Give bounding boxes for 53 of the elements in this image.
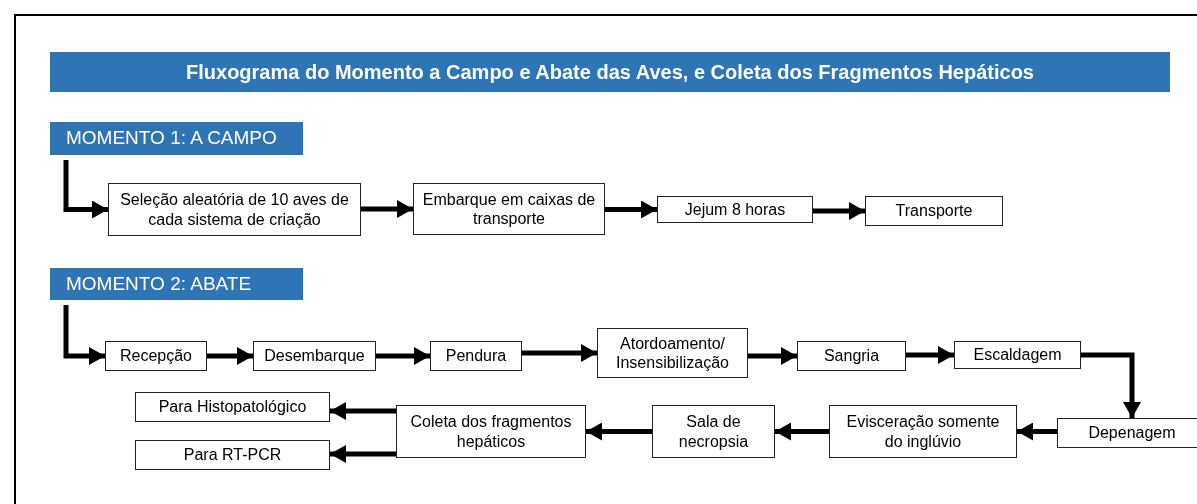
process-box [797,341,906,371]
box-label: Transporte [895,201,973,221]
process-box [108,183,361,236]
box-label: Jejum 8 horas [684,199,786,220]
arrow [586,422,652,441]
arrow [748,347,797,365]
title-bar: Fluxograma do Momento a Campo e Abate das Aves, e Coleta dos Fragmentos Hepáticos [50,52,1170,92]
process-box [597,328,748,378]
box-label: Depenagem [1088,423,1176,443]
box-label: Embarque em caixas de transporte [421,189,597,229]
arrow [522,344,597,362]
box-label: Para Histopatológico [158,397,307,417]
process-box [430,341,522,371]
arrow [361,200,413,218]
process-box [135,392,330,422]
box-label: Coleta dos fragmentos hepáticos [409,412,573,451]
arrow [906,346,954,364]
section-heading: MOMENTO 2: ABATE [66,272,252,296]
arrow [63,160,108,219]
box-label: Recepção [119,346,192,366]
arrow [1081,352,1141,418]
process-box [954,341,1081,369]
arrow [63,305,105,365]
box-label: Para RT-PCR [183,445,282,465]
process-box [865,196,1003,226]
process-box [652,405,775,458]
box-label: Escaldagem [973,345,1062,365]
process-box [135,440,330,470]
arrow [330,445,396,463]
process-box [105,341,207,371]
process-box [413,183,605,235]
arrow [330,402,396,420]
box-label: Desembarque [264,346,365,366]
process-box [396,405,586,458]
process-box [1057,418,1197,448]
box-label: Atordoamento/ Insensibilização [615,333,730,373]
section-header-band [50,268,303,300]
section-header-band [50,122,303,155]
process-box [253,341,376,371]
process-box [657,196,813,223]
arrow [1017,422,1057,441]
arrow [376,347,430,365]
arrow [207,347,253,365]
section-heading: MOMENTO 1: A CAMPO [66,127,277,150]
arrow [813,202,865,220]
box-label: Seleção aleatória de 10 aves de cada sistema de criação [119,190,350,229]
box-label: Sala de necropsia [677,412,750,451]
box-label: Sangria [823,346,880,366]
box-label: Pendura [445,346,507,366]
arrow [605,200,657,219]
box-label: Evisceração somente do inglúvio [845,412,1001,451]
process-box [829,405,1017,458]
arrow [775,422,829,441]
